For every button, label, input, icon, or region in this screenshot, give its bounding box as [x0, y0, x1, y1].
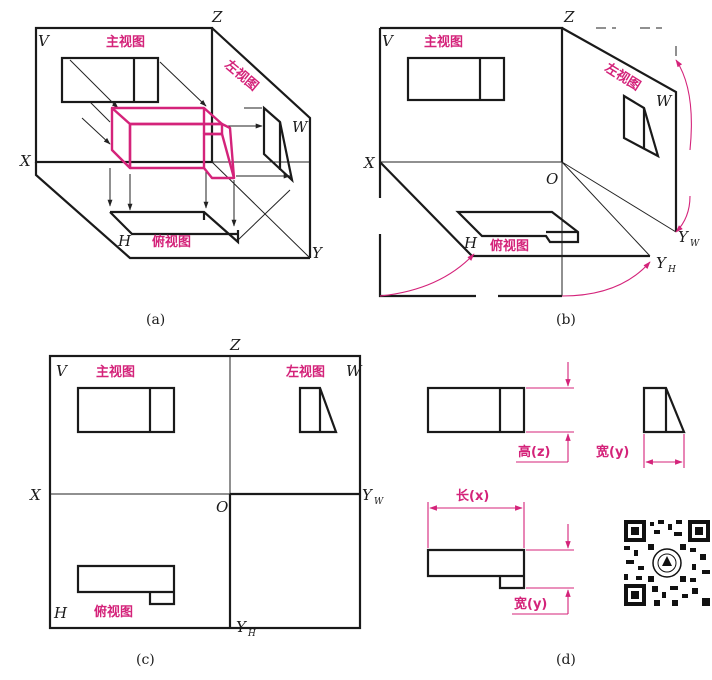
panel-c-unfolded: V Z W X O H Y W Y H 主视图 左视图 俯视图 (c) — [29, 336, 384, 668]
a-left-view-shape — [262, 105, 294, 184]
b-axes — [380, 161, 677, 296]
a-proj-1 — [89, 101, 111, 123]
b-label-yw: Y — [678, 228, 690, 246]
d-side-view-shape — [642, 386, 686, 434]
b-label-w: W — [656, 92, 673, 110]
a-label-z: Z — [211, 8, 223, 26]
b-label-yw-sub: W — [690, 239, 700, 249]
a-top-view-shape — [109, 210, 240, 245]
a-proj-12 — [237, 189, 291, 241]
d-width-top-label: 宽(y) — [513, 596, 547, 612]
a-label-w: W — [292, 118, 309, 136]
a-front-view-label: 主视图 — [106, 34, 145, 50]
a-label-x: X — [19, 152, 32, 170]
panel-a-isometric: V Z W X H Y 主视图 左视图 俯视图 (a) — [19, 8, 324, 328]
c-outer-frame — [48, 354, 362, 630]
a-label-h: H — [117, 232, 132, 250]
qr-code-icon — [624, 520, 710, 606]
c-label-yw-sub: W — [374, 497, 384, 507]
b-caption: (b) — [556, 312, 576, 328]
a-label-v: V — [38, 32, 51, 50]
c-front-view-rect — [76, 386, 176, 434]
b-rotate-w-bottom — [675, 195, 691, 233]
c-label-x: X — [29, 486, 42, 504]
c-caption: (c) — [136, 652, 155, 668]
c-label-o: O — [216, 498, 228, 516]
b-left-view-shape — [622, 94, 660, 159]
c-left-view-shape — [298, 386, 338, 434]
a-front-view-rect — [60, 56, 160, 104]
c-top-view-label: 俯视图 — [94, 604, 133, 620]
panel-d-dimensions: 高(z) 宽(y) 长(x) 宽(y) (d) — [426, 362, 686, 668]
d-height-label: 高(z) — [518, 444, 550, 460]
b-w-plane — [561, 27, 678, 232]
c-top-view-shape — [76, 564, 176, 606]
b-label-z: Z — [563, 8, 575, 26]
panel-b-unfolding: V Z W X O H Y W Y H 主视图 左视图 俯视图 (b) — [363, 8, 700, 328]
c-label-h: H — [53, 604, 68, 622]
b-rotate-h-right — [561, 261, 651, 297]
c-label-z: Z — [229, 336, 241, 354]
b-front-view-label: 主视图 — [424, 34, 463, 50]
c-label-yh-sub: H — [247, 629, 256, 639]
d-length-label: 长(x) — [456, 488, 489, 504]
b-left-view-label: 左视图 — [602, 60, 644, 94]
c-left-view-label: 左视图 — [286, 364, 325, 380]
b-front-view-rect — [406, 56, 506, 102]
a-label-y: Y — [312, 244, 324, 262]
c-label-v: V — [56, 362, 69, 380]
b-top-view-shape — [455, 210, 580, 244]
c-label-w: W — [346, 362, 363, 380]
a-proj-2 — [69, 59, 119, 109]
d-top-view-shape — [426, 548, 526, 590]
c-label-yh: Y — [236, 618, 248, 636]
b-rotate-h-left — [379, 253, 475, 297]
b-label-yh-sub: H — [667, 265, 676, 275]
d-width-side-label: 宽(y) — [595, 444, 629, 460]
b-label-x: X — [363, 154, 376, 172]
b-label-yh: Y — [656, 254, 668, 272]
a-h-plane — [34, 162, 310, 260]
b-top-view-label: 俯视图 — [490, 238, 529, 254]
d-caption: (d) — [556, 652, 576, 668]
a-caption: (a) — [146, 312, 165, 328]
a-left-view-label: 左视图 — [221, 57, 261, 94]
a-object-left-face — [110, 106, 132, 170]
a-proj-10 — [81, 117, 111, 145]
b-label-h: H — [463, 234, 478, 252]
b-fold-lines — [596, 27, 677, 56]
b-label-o: O — [546, 170, 558, 188]
c-front-view-label: 主视图 — [96, 364, 135, 380]
a-top-view-label: 俯视图 — [152, 234, 191, 250]
a-w-plane — [211, 27, 312, 258]
d-front-view-rect — [426, 386, 526, 434]
b-rotate-w-top — [675, 59, 692, 151]
a-object-slope-face — [203, 132, 236, 180]
a-object-edges — [202, 108, 236, 179]
b-label-v: V — [382, 32, 395, 50]
c-label-yw: Y — [362, 486, 374, 504]
a-proj-3 — [159, 61, 207, 107]
